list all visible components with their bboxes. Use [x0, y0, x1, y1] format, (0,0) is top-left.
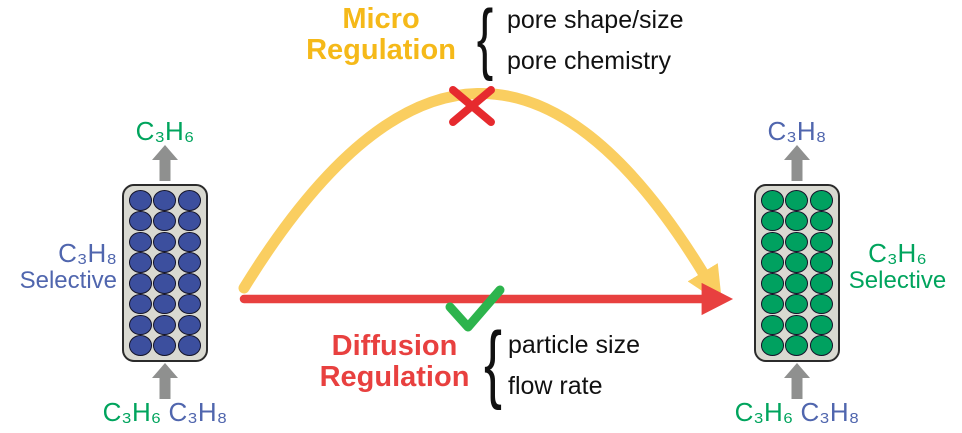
- adsorbent-bead: [128, 231, 152, 253]
- left-selectivity-line1: C₃H₈: [58, 238, 117, 268]
- right-adsorbent-column: [754, 184, 840, 362]
- check-mark-icon: [445, 285, 505, 332]
- adsorbent-bead: [153, 314, 177, 336]
- diffusion-brace-icon: {: [484, 315, 503, 411]
- adsorbent-bead: [810, 314, 834, 336]
- micro-regulation-title: Micro Regulation: [286, 4, 476, 66]
- diffusion-title-line1: Diffusion: [331, 330, 458, 362]
- adsorbent-bead: [153, 335, 177, 356]
- adsorbent-bead: [785, 231, 809, 253]
- diffusion-item-flow-rate: flow rate: [508, 372, 603, 400]
- left-selectivity-line2: Selective: [19, 267, 117, 294]
- left-product-up-arrow-icon: [152, 145, 178, 181]
- micro-title-line2: Regulation: [306, 34, 456, 66]
- adsorbent-bead: [128, 293, 152, 315]
- adsorbent-bead: [810, 335, 834, 356]
- adsorbent-bead: [128, 314, 152, 336]
- micro-brace-icon: {: [476, 0, 494, 82]
- adsorbent-bead: [178, 231, 202, 253]
- adsorbent-bead: [785, 252, 809, 273]
- adsorbent-bead: [178, 335, 202, 356]
- left-product-label: C₃H₆: [135, 116, 195, 146]
- adsorbent-bead: [810, 273, 834, 294]
- adsorbent-bead: [153, 231, 177, 253]
- adsorbent-bead: [760, 252, 784, 273]
- adsorbent-bead: [128, 190, 152, 211]
- adsorbent-bead: [153, 273, 177, 294]
- right-product-up-arrow-icon: [784, 145, 810, 181]
- adsorbent-bead: [128, 335, 152, 356]
- adsorbent-bead: [760, 273, 784, 294]
- left-adsorbent-column: [122, 184, 208, 362]
- adsorbent-bead: [128, 252, 152, 273]
- up-arrow-shape: [152, 363, 178, 399]
- left-selectivity-label: C₃H₈ Selective: [14, 238, 117, 295]
- right-bead-grid: [760, 190, 834, 356]
- adsorbent-bead: [760, 314, 784, 336]
- left-feed-up-arrow-icon: [152, 363, 178, 399]
- adsorbent-bead: [785, 273, 809, 294]
- adsorbent-bead: [785, 335, 809, 356]
- diffusion-regulation-title: Diffusion Regulation: [312, 331, 477, 393]
- up-arrow-shape: [784, 145, 810, 181]
- right-feed-c3h8: C₃H₈: [800, 397, 860, 427]
- right-selectivity-line1: C₃H₆: [868, 238, 927, 268]
- adsorbent-bead: [153, 190, 177, 211]
- adsorbent-bead: [178, 210, 202, 232]
- adsorbent-bead: [178, 273, 202, 294]
- left-bead-grid: [128, 190, 202, 356]
- adsorbent-bead: [810, 252, 834, 273]
- adsorbent-bead: [178, 190, 202, 211]
- adsorbent-bead: [760, 190, 784, 211]
- adsorbent-bead: [178, 252, 202, 273]
- micro-curved-arrow: [238, 88, 723, 305]
- adsorbent-bead: [810, 293, 834, 315]
- adsorbent-bead: [760, 335, 784, 356]
- adsorbent-bead: [128, 210, 152, 232]
- adsorbent-bead: [153, 293, 177, 315]
- adsorbent-bead: [178, 314, 202, 336]
- right-selectivity-line2: Selective: [848, 267, 947, 294]
- right-product-label: C₃H₈: [767, 116, 827, 146]
- adsorbent-bead: [785, 190, 809, 211]
- diffusion-title-line2: Regulation: [319, 361, 470, 393]
- adsorbent-bead: [785, 293, 809, 315]
- micro-item-pore-chemistry: pore chemistry: [507, 47, 671, 75]
- cross-mark-icon: [449, 86, 495, 126]
- adsorbent-bead: [760, 210, 784, 232]
- diffusion-item-particle-size: particle size: [508, 331, 640, 359]
- adsorbent-bead: [785, 314, 809, 336]
- cross-stroke: [449, 86, 495, 126]
- right-feed-label: C₃H₆ C₃H₈: [717, 397, 877, 428]
- micro-item-pore-shape-size: pore shape/size: [507, 6, 684, 34]
- adsorbent-bead: [178, 293, 202, 315]
- adsorbent-bead: [810, 190, 834, 211]
- left-feed-c3h6: C₃H₆: [102, 397, 162, 427]
- adsorbent-bead: [810, 210, 834, 232]
- adsorbent-bead: [128, 273, 152, 294]
- right-selectivity-label: C₃H₆ Selective: [845, 238, 950, 295]
- adsorbent-bead: [760, 231, 784, 253]
- adsorbent-bead: [785, 210, 809, 232]
- adsorbent-bead: [153, 210, 177, 232]
- left-feed-c3h8: C₃H₈: [168, 397, 228, 427]
- adsorbent-bead: [153, 252, 177, 273]
- right-feed-c3h6: C₃H₆: [734, 397, 794, 427]
- up-arrow-shape: [784, 363, 810, 399]
- up-arrow-shape: [152, 145, 178, 181]
- right-feed-up-arrow-icon: [784, 363, 810, 399]
- micro-title-line1: Micro: [342, 3, 420, 35]
- adsorbent-bead: [810, 231, 834, 253]
- adsorbent-bead: [760, 293, 784, 315]
- left-feed-label: C₃H₆ C₃H₈: [85, 397, 245, 428]
